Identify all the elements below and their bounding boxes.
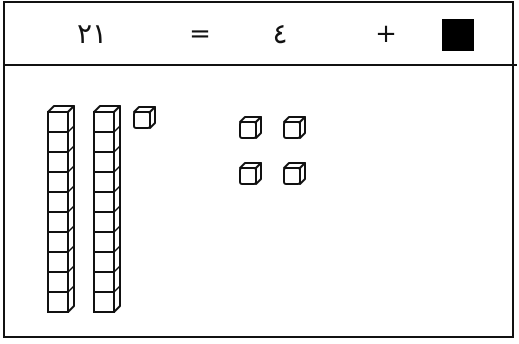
- ten-rod: [48, 106, 74, 312]
- unit-cube: [284, 117, 305, 138]
- unit-cube: [240, 163, 261, 184]
- unit-cube: [240, 117, 261, 138]
- ten-rod: [94, 106, 120, 312]
- unit-cube: [134, 107, 155, 128]
- unit-cube: [284, 163, 305, 184]
